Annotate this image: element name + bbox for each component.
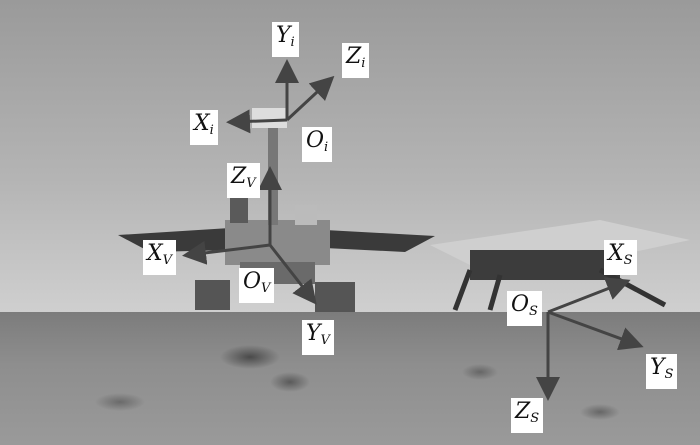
origin-label-oi: Oi xyxy=(302,127,333,162)
axis-label-yi: Yi xyxy=(272,22,299,57)
lander xyxy=(430,220,690,311)
axis-label-zv: ZV xyxy=(227,163,260,198)
axis-label-zs: ZS xyxy=(511,398,544,433)
axis-label-xv: XV xyxy=(143,240,177,275)
axis-label-xi: Xi xyxy=(190,110,218,145)
rover xyxy=(118,108,435,312)
axis-label-zi: Zi xyxy=(342,43,370,78)
martian-ground xyxy=(0,312,700,445)
axis-label-yv: YV xyxy=(302,320,334,355)
axis-label-xs: XS xyxy=(604,240,637,275)
origin-label-os: OS xyxy=(507,291,542,326)
origin-label-ov: OV xyxy=(239,268,275,303)
axis-label-ys: YS xyxy=(646,354,678,389)
coordinate-axes xyxy=(182,59,644,401)
